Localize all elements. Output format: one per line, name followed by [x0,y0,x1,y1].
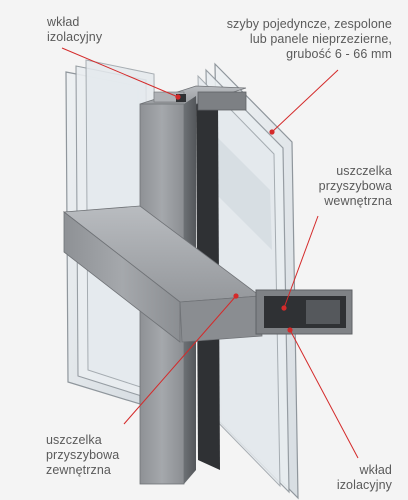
leader-line-mid-right [283,215,319,309]
leader-line-bottom-left [123,295,237,425]
callout-line: izolacyjny [336,478,392,492]
leader-dot-bottom-left [233,293,239,299]
callout-line: szyby pojedyncze, zespolone [226,17,392,31]
leader-lines [61,47,359,459]
callout-line: wewnętrzna [324,194,392,208]
callout-line: izolacyjny [47,30,103,44]
leader-line-top-left [61,47,179,98]
leader-line-bottom-right [289,329,359,459]
callout-line: grubość 6 - 66 mm [286,47,392,61]
leader-dot-top-left [175,94,181,100]
leader-dot-mid-right [281,305,287,311]
callout-glazing: szyby pojedyncze, zespolone lub panele n… [227,17,392,62]
callout-line: lub panele nieprzezierne, [249,32,392,46]
transom [62,205,353,343]
leader-line-top-right [271,69,339,133]
callout-inner-gasket: uszczelka przyszybowa wewnętrzna [319,164,392,209]
callout-line: przyszybowa [318,179,392,193]
callout-line: wkład [359,463,392,477]
callout-insulation-insert-top: wkład izolacyjny [47,15,102,45]
callout-line: przyszybowa [46,448,120,462]
callout-outer-gasket: uszczelka przyszybowa zewnętrzna [46,433,119,478]
callout-line: uszczelka [46,433,102,447]
callout-line: wkład [47,15,80,29]
leader-dot-bottom-right [287,327,293,333]
callout-line: uszczelka [336,164,392,178]
leader-dot-top-right [269,129,275,135]
callout-line: zewnętrzna [46,463,111,477]
callout-insulation-insert-bottom: wkład izolacyjny [337,463,392,493]
